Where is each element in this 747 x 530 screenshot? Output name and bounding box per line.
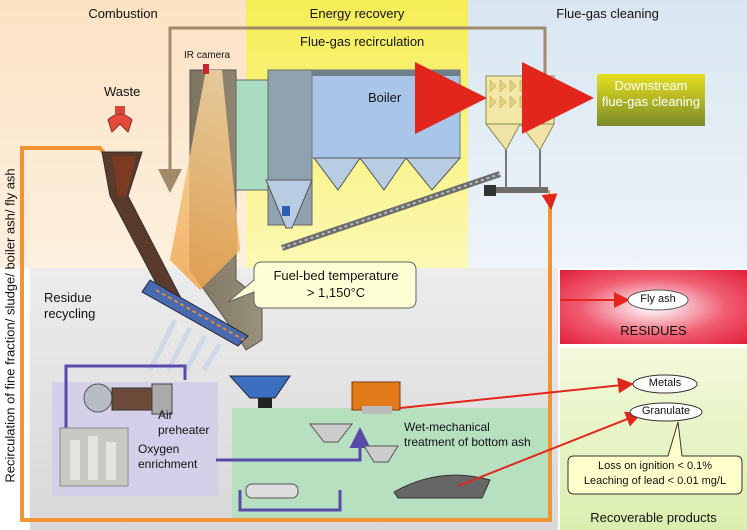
air-preheater-label: Air preheater bbox=[158, 408, 210, 437]
quality-callout bbox=[567, 421, 743, 495]
quality-label: Loss on ignition < 0.1% Leaching of lead… bbox=[583, 460, 727, 487]
fuel-bed-callout bbox=[227, 261, 417, 309]
waste-grab-icon bbox=[107, 106, 133, 133]
granulate-label: Granulate bbox=[641, 405, 691, 417]
air-preheater-icon bbox=[83, 383, 173, 415]
ir-camera-label: IR camera bbox=[184, 50, 231, 61]
energy-recovery-label: Energy recovery bbox=[309, 6, 405, 21]
combustion-label: Combustion bbox=[88, 6, 158, 21]
oxygen-enrichment-label: Oxygen enrichment bbox=[138, 442, 198, 471]
wet-mechanical-area bbox=[232, 408, 552, 518]
recirculation-label: Recirculation of fine fraction/ sludge/ … bbox=[2, 168, 18, 483]
metals-label: Metals bbox=[648, 377, 682, 389]
wet-mechanical-label: Wet-mechanical treatment of bottom ash bbox=[404, 420, 531, 449]
downstream-label: Downstream flue-gas cleaning bbox=[601, 78, 701, 109]
waste-label: Waste bbox=[104, 84, 141, 99]
flue-gas-cleaning-label: Flue-gas cleaning bbox=[556, 6, 659, 21]
ir-camera-marker bbox=[203, 64, 209, 74]
fuel-bed-label: Fuel-bed temperature > 1,150°C bbox=[273, 268, 399, 300]
recirculation-line bbox=[20, 146, 552, 522]
granulate-heap bbox=[393, 474, 491, 499]
boiler-green-section bbox=[235, 79, 269, 191]
downstream-box bbox=[597, 74, 705, 126]
flue-gas-recirculation-label: Flue-gas recirculation bbox=[300, 34, 425, 49]
granulate-ellipse bbox=[629, 402, 703, 422]
metals-ellipse bbox=[632, 374, 698, 394]
fly-ash-label: Fly ash bbox=[640, 293, 676, 305]
metal-separator bbox=[351, 381, 401, 411]
residue-recycling-label: Residue recycling bbox=[44, 290, 96, 321]
boiler-label: Boiler bbox=[368, 90, 402, 105]
recoverable-products-label: Recoverable products bbox=[590, 510, 717, 525]
flame bbox=[170, 70, 240, 290]
boiler bbox=[311, 69, 461, 159]
residues-label: RESIDUES bbox=[620, 323, 687, 338]
fly-ash-ellipse bbox=[627, 289, 689, 311]
